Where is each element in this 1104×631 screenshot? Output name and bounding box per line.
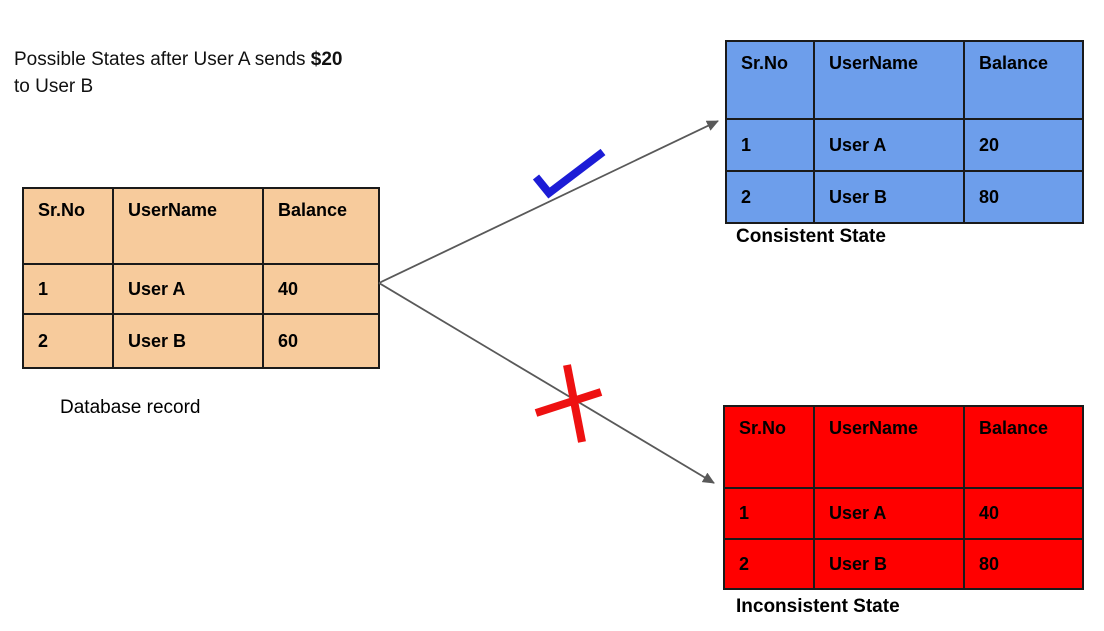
cross-stroke-steep (563, 364, 586, 443)
title-line1-amount: $20 (310, 49, 343, 70)
diagram-title: Possible States after User A sends $20 t… (14, 46, 342, 100)
arrow-to-consistent-state (378, 120, 719, 284)
table-row: 1 User A 40 (22, 263, 380, 315)
table-header-row: Sr.No UserName Balance (723, 405, 1084, 489)
cell-balance: 80 (963, 170, 1084, 224)
header-cell: Sr.No (22, 187, 114, 265)
cell-srno: 1 (725, 118, 815, 172)
table-row: 1 User A 20 (725, 118, 1084, 172)
cell-username: User B (112, 313, 264, 369)
title-line1: Possible States after User A sends $20 (14, 49, 342, 70)
cell-srno: 1 (723, 487, 815, 540)
inconsistent-state-caption: Inconsistent State (736, 596, 900, 617)
cell-username: User A (813, 487, 965, 540)
cell-balance: 60 (262, 313, 380, 369)
table-row: 2 User B 80 (725, 170, 1084, 224)
header-cell: UserName (813, 405, 965, 489)
header-cell: Sr.No (725, 40, 815, 120)
table-row: 2 User B 80 (723, 538, 1084, 590)
cell-balance: 40 (262, 263, 380, 315)
database-record-caption: Database record (60, 397, 201, 418)
arrow-to-inconsistent-state (378, 282, 715, 484)
header-cell: Balance (963, 40, 1084, 120)
cell-balance: 40 (963, 487, 1084, 540)
inconsistent-state-table: Sr.No UserName Balance 1 User A 40 2 Use… (723, 405, 1084, 590)
table-header-row: Sr.No UserName Balance (725, 40, 1084, 120)
cell-balance: 20 (963, 118, 1084, 172)
cell-srno: 2 (725, 170, 815, 224)
header-cell: Balance (262, 187, 380, 265)
consistent-state-caption: Consistent State (736, 226, 886, 247)
consistent-state-table: Sr.No UserName Balance 1 User A 20 2 Use… (725, 40, 1084, 224)
cell-username: User B (813, 538, 965, 590)
title-line1-prefix: Possible States after User A sends (14, 49, 311, 70)
database-record-table: Sr.No UserName Balance 1 User A 40 2 Use… (22, 187, 380, 369)
check-icon (532, 148, 606, 199)
cross-icon (534, 364, 603, 443)
table-row: 1 User A 40 (723, 487, 1084, 540)
cell-username: User A (112, 263, 264, 315)
cell-balance: 80 (963, 538, 1084, 590)
cross-stroke-shallow (534, 388, 603, 417)
header-cell: UserName (112, 187, 264, 265)
table-row: 2 User B 60 (22, 313, 380, 369)
header-cell: UserName (813, 40, 965, 120)
header-cell: Sr.No (723, 405, 815, 489)
table-header-row: Sr.No UserName Balance (22, 187, 380, 265)
cell-username: User B (813, 170, 965, 224)
title-line2: to User B (14, 76, 94, 97)
cell-srno: 1 (22, 263, 114, 315)
cell-srno: 2 (723, 538, 815, 590)
cell-srno: 2 (22, 313, 114, 369)
header-cell: Balance (963, 405, 1084, 489)
cell-username: User A (813, 118, 965, 172)
